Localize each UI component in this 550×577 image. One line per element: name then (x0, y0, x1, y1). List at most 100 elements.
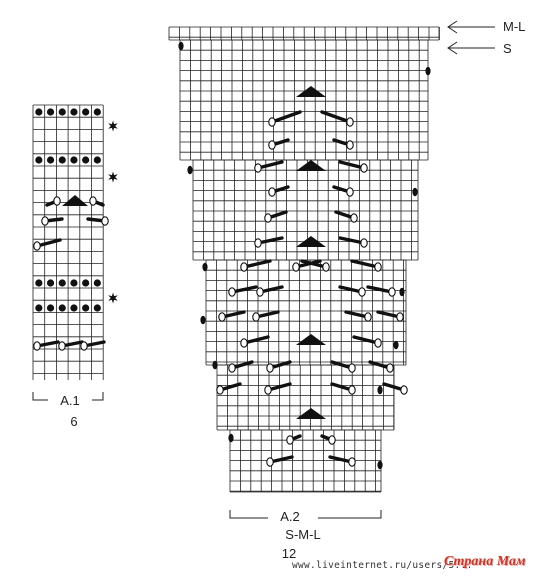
cable-cross (242, 259, 272, 269)
edge-stitch-oval (178, 41, 184, 51)
cable-cross (350, 259, 380, 269)
bracket-right (318, 510, 382, 519)
cable-end-loop (322, 262, 330, 272)
triangle-decrease (296, 86, 326, 97)
size-marker-lower-label: S (503, 41, 512, 56)
bracket-left (32, 392, 48, 401)
cable-end-loop (348, 385, 356, 395)
cable-end-loop (348, 363, 356, 373)
cable-end-loop (268, 187, 276, 197)
cable-end-loop (346, 117, 354, 127)
cable-cross (242, 335, 270, 345)
cable-end-loop (240, 262, 248, 272)
bobble-dot (35, 304, 43, 312)
bobble-dot (46, 304, 55, 312)
cable-end-loop (89, 196, 97, 206)
chart-a2-grid (168, 26, 440, 493)
cable-end-loop (254, 238, 262, 248)
bobble-dot (93, 279, 101, 287)
cable-end-loop (33, 341, 41, 351)
bobble-dot (35, 108, 43, 116)
chart-a1-title: A.1 (60, 393, 80, 408)
cable-end-loop (286, 435, 294, 445)
width-brackets (32, 392, 382, 519)
source-url: www.liveinternet.ru/users/5... (292, 560, 473, 571)
cable-end-loop (266, 363, 274, 373)
cable-cross (352, 335, 380, 345)
cable-end-loop (58, 341, 66, 351)
cable-end-loop (364, 312, 372, 322)
cable-cross (338, 160, 366, 170)
bobble-dot (82, 304, 90, 312)
bobble-dot (70, 279, 78, 287)
cable-end-loop (266, 457, 274, 467)
bracket-right (92, 392, 104, 401)
bobble-dot (93, 304, 101, 312)
cable-end-loop (101, 216, 109, 226)
arrow-left-icon (447, 41, 458, 55)
bracket-left (229, 510, 268, 519)
cable-end-loop (388, 287, 396, 297)
bobble-dot (46, 279, 55, 287)
bobble-dot (82, 156, 90, 164)
triangle-decrease (296, 236, 326, 247)
chart-a1-stitch-count: 6 (70, 414, 78, 429)
cable-cross (230, 285, 258, 294)
cable-end-loop (268, 117, 276, 127)
cable-end-loop (348, 457, 356, 467)
bobble-dot (93, 108, 101, 116)
bobble-dot (70, 156, 78, 164)
star-marker (108, 171, 118, 183)
site-logo: Страна Мам (444, 554, 526, 569)
size-arrows (447, 20, 495, 55)
cable-cross (366, 285, 394, 294)
bobble-dot (58, 108, 66, 116)
cable-end-loop (252, 312, 260, 322)
cable-end-loop (216, 385, 224, 395)
cable-end-loop (346, 187, 354, 197)
cable-end-loop (264, 213, 272, 223)
cable-end-loop (80, 341, 88, 351)
cable-cross (320, 110, 352, 124)
edge-stitch-oval (425, 66, 431, 76)
cable-cross (35, 238, 62, 248)
chart-a2-sizes: S-M-L (285, 527, 321, 542)
edge-stitch-oval (228, 433, 234, 443)
size-marker-upper-label: M-L (503, 19, 526, 34)
cable-end-loop (328, 435, 336, 445)
cable-end-loop (240, 338, 248, 348)
edge-stitch-oval (187, 165, 193, 175)
cable-end-loop (396, 312, 404, 322)
cable-end-loop (53, 196, 61, 206)
triangle-decrease (296, 334, 326, 345)
cable-end-loop (374, 338, 382, 348)
cable-end-loop (346, 140, 354, 150)
cable-end-loop (256, 287, 264, 297)
cable-end-loop (218, 312, 226, 322)
cable-end-loop (268, 140, 276, 150)
bobble-dot (46, 108, 55, 116)
cable-cross (270, 110, 302, 124)
bobble-dot (58, 156, 66, 164)
cable-end-loop (254, 163, 262, 173)
bobble-dot (70, 108, 78, 116)
triangle-decrease (62, 195, 88, 206)
bobble-dot (93, 156, 101, 164)
edge-stitch-oval (393, 340, 399, 350)
cable-end-loop (350, 213, 358, 223)
edge-stitch-oval (399, 287, 405, 297)
cable-end-loop (386, 363, 394, 373)
chart-a1-grid (32, 104, 104, 380)
bobble-dot (82, 279, 90, 287)
cable-end-loop (400, 385, 408, 395)
cable-end-loop (360, 238, 368, 248)
chart-a2-title: A.2 (280, 509, 300, 524)
bobble-dot (46, 156, 55, 164)
cable-cross (256, 236, 284, 245)
cable-end-loop (228, 363, 236, 373)
bobble-dot (35, 279, 43, 287)
star-marker (108, 292, 118, 304)
cable-end-loop (358, 287, 366, 297)
edge-stitch-oval (377, 460, 383, 470)
